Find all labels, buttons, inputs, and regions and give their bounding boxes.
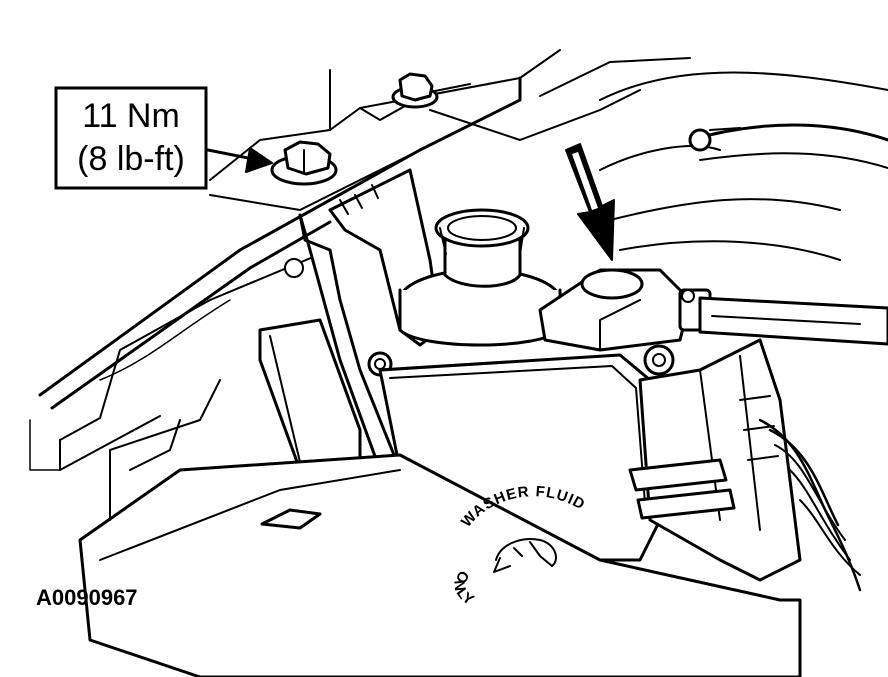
wiring-harness bbox=[758, 418, 862, 592]
torque-lbft: (8 lb-ft) bbox=[77, 140, 185, 178]
callout-arrow-icon bbox=[206, 147, 273, 173]
callout-box bbox=[54, 86, 208, 190]
sensor-housing bbox=[628, 338, 802, 582]
figure-id: A0090967 bbox=[36, 585, 138, 610]
washer-pump-connector bbox=[538, 268, 888, 352]
front-cover bbox=[78, 379, 802, 677]
hex-bolt-torqued bbox=[270, 140, 338, 186]
down-arrow-icon bbox=[565, 143, 615, 261]
cowl-panel bbox=[29, 49, 691, 471]
torque-callout: 11 Nm (8 lb-ft) bbox=[54, 86, 208, 190]
hex-bolt-top bbox=[391, 72, 439, 109]
fender-arcs bbox=[599, 71, 888, 261]
torque-nm: 11 Nm bbox=[82, 97, 180, 135]
washer-reservoir bbox=[258, 208, 662, 562]
